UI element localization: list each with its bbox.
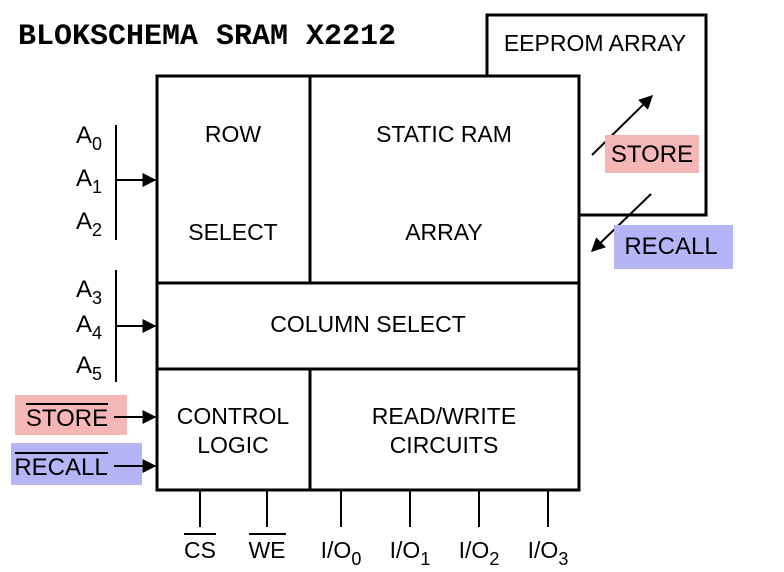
- store-arrow: [591, 95, 653, 156]
- store-label: STORE: [611, 141, 693, 168]
- static-ram-label-top: STATIC RAM: [376, 121, 512, 147]
- io0-pin-label: I/O0: [321, 537, 362, 569]
- column-select-label: COLUMN SELECT: [270, 311, 466, 337]
- we-pin-label: WE: [248, 537, 285, 563]
- read-write-label-bottom: CIRCUITS: [390, 432, 499, 458]
- read-write-label-top: READ/WRITE: [372, 403, 516, 429]
- store-highlight: [605, 135, 699, 173]
- io1-pin-label: I/O1: [390, 537, 431, 569]
- static-ram-label-bottom: ARRAY: [405, 219, 483, 245]
- recall-input-highlight: [11, 443, 142, 485]
- eeprom-array-label: EEPROM ARRAY: [504, 30, 686, 56]
- recall-highlight: [614, 225, 733, 269]
- control-logic-label-top: CONTROL: [177, 403, 290, 429]
- recall-label: RECALL: [624, 233, 717, 260]
- cs-pin-label: CS: [184, 537, 216, 563]
- row-select-label-bottom: SELECT: [188, 219, 277, 245]
- recall-input-label: RECALL: [14, 454, 107, 481]
- row-select-label-top: ROW: [205, 121, 262, 147]
- store-input-highlight: [15, 395, 127, 435]
- store-input-label: STORE: [26, 405, 108, 432]
- address-a5: A5: [76, 352, 102, 384]
- io3-pin-label: I/O3: [528, 537, 569, 569]
- address-a4: A4: [76, 311, 102, 343]
- address-a0: A0: [76, 122, 102, 154]
- address-a2: A2: [76, 208, 102, 240]
- io2-pin-label: I/O2: [459, 537, 500, 569]
- diagram-title: BLOKSCHEMA SRAM X2212: [18, 20, 396, 54]
- recall-arrow: [590, 193, 652, 252]
- control-logic-label-bottom: LOGIC: [197, 432, 269, 458]
- address-a1: A1: [76, 165, 102, 197]
- address-a3: A3: [76, 276, 102, 308]
